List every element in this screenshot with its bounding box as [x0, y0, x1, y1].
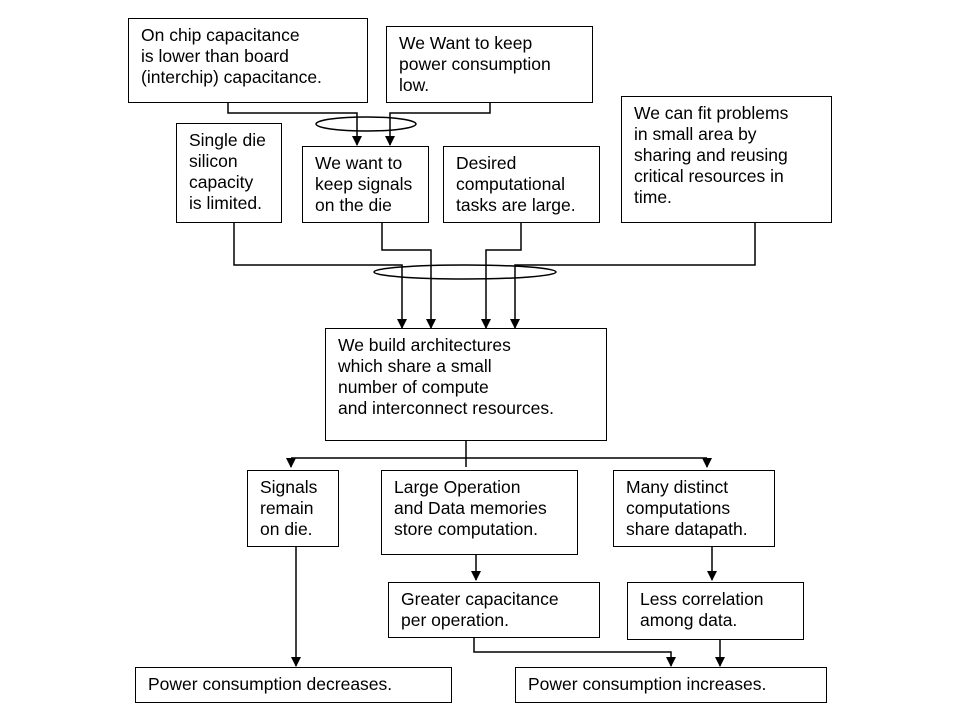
- box-keep-signals-on-die: We want to keep signals on the die: [302, 146, 429, 223]
- box-on-chip-capacitance: On chip capacitance is lower than board …: [128, 18, 368, 103]
- box-power-increases: Power consumption increases.: [515, 667, 827, 703]
- and-ellipse-middle: [373, 264, 557, 280]
- connector-singledie-to-build: [233, 223, 407, 329]
- box-less-correlation: Less correlation among data.: [627, 582, 804, 640]
- box-keep-power-low: We Want to keep power consumption low.: [386, 26, 593, 103]
- box-fit-problems: We can fit problems in small area by sha…: [621, 96, 832, 223]
- and-ellipse-top: [315, 116, 417, 132]
- box-distinct-computations: Many distinct computations share datapat…: [613, 470, 775, 547]
- box-power-decreases: Power consumption decreases.: [135, 667, 452, 703]
- connector-keepsignals-to-build: [381, 223, 436, 329]
- box-single-die: Single die silicon capacity is limited.: [176, 123, 282, 223]
- box-tasks-large: Desired computational tasks are large.: [443, 146, 600, 223]
- box-signals-remain: Signals remain on die.: [247, 470, 339, 547]
- box-large-memories: Large Operation and Data memories store …: [381, 470, 578, 555]
- connector-onchip-to-keepsignals: [227, 103, 362, 146]
- box-greater-capacitance: Greater capacitance per operation.: [388, 582, 600, 638]
- connector-greater-to-increases: [473, 638, 676, 667]
- connector-tasks-to-build: [481, 223, 522, 329]
- connector-fit-to-build: [510, 223, 756, 329]
- connector-power-to-keepsignals: [385, 103, 491, 146]
- box-build-architectures: We build architectures which share a sma…: [325, 328, 607, 441]
